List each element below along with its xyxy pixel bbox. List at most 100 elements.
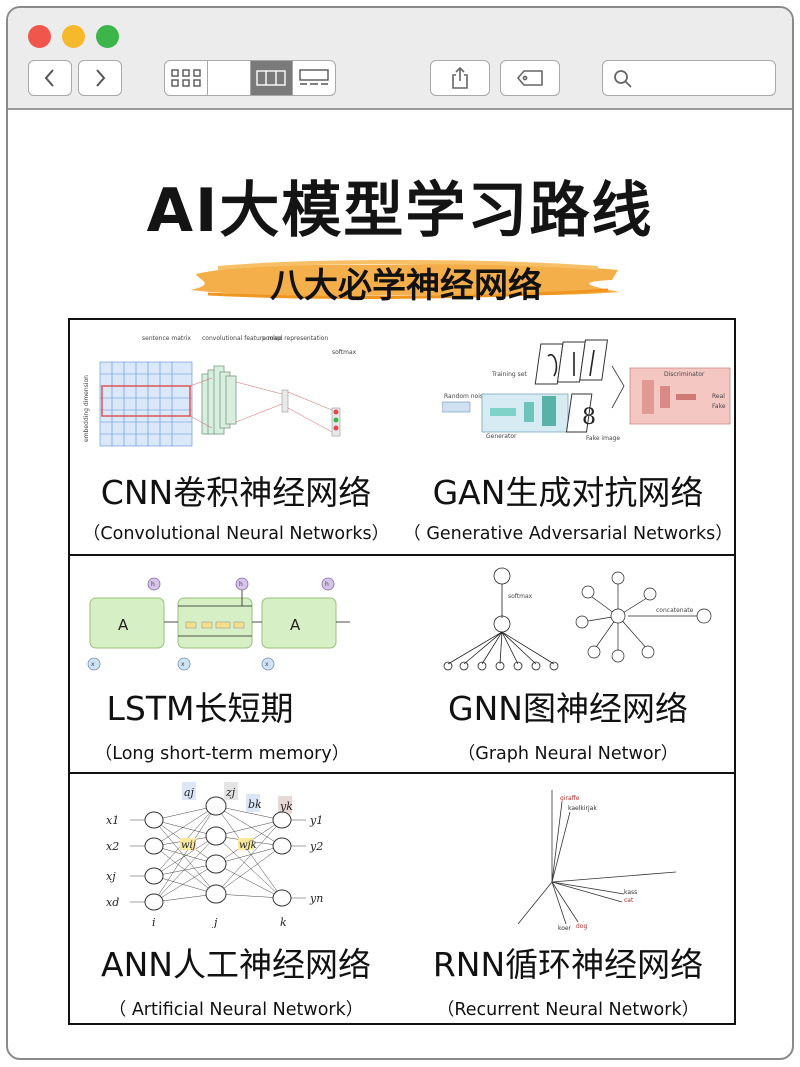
cnn-label-conv: convolutional feature map <box>202 335 281 342</box>
cnn-label-sentence: sentence matrix <box>142 335 191 342</box>
cnn-label-pooled: pooled representation <box>262 335 328 342</box>
rnn-english: （Recurrent Neural Network） <box>436 1000 700 1020</box>
cnn-label-embedding: embedding dimension <box>83 375 90 442</box>
ann-input-x2: x2 <box>106 840 119 853</box>
rnn-card: giraffe kaelkirjak kass cat koer dog RNN… <box>402 774 734 1022</box>
lstm-node-x1: x <box>91 661 95 668</box>
cnn-card: sentence matrix convolutional feature ma… <box>70 320 402 554</box>
chevron-right-icon <box>96 69 106 87</box>
search-icon <box>614 70 632 88</box>
gan-label-generator: Generator <box>486 433 517 440</box>
grid-row-2: A A h h <box>70 556 734 774</box>
ann-label-wij: wij <box>181 840 196 851</box>
view-grid-button[interactable] <box>165 61 208 95</box>
gan-card: Training set Random noise Generator Fake… <box>402 320 734 554</box>
grid-row-3: aj zj bk yk <box>70 774 734 1022</box>
cnn-english: （Convolutional Neural Networks） <box>82 524 390 544</box>
ann-output-y1: y1 <box>309 814 323 827</box>
lstm-node-h1: h <box>151 581 155 588</box>
gan-diagram: Training set Random noise Generator Fake… <box>442 339 731 442</box>
grid-row-1: sentence matrix convolutional feature ma… <box>70 320 734 556</box>
tag-button[interactable] <box>500 60 560 96</box>
share-icon <box>452 66 468 89</box>
ann-layer-i: i <box>152 916 156 928</box>
lstm-node-x2: x <box>181 661 185 668</box>
rnn-word-koer: koer <box>558 925 572 932</box>
title-bar <box>8 8 792 110</box>
tag-icon <box>516 70 543 86</box>
ann-english: （ Artificial Neural Network） <box>108 1000 364 1020</box>
gallery-icon <box>299 69 329 85</box>
chevron-left-icon <box>44 69 54 87</box>
ann-output-yn: yn <box>309 892 323 905</box>
rnn-word-dog: dog <box>576 923 587 930</box>
forward-button[interactable] <box>78 60 122 96</box>
rnn-title: RNN循环神经网络 <box>432 945 704 984</box>
gnn-label-softmax: softmax <box>508 593 533 600</box>
gnn-label-concat: concatenate <box>656 607 694 614</box>
cnn-diagram: sentence matrix convolutional feature ma… <box>83 335 357 447</box>
lstm-node-x3: x <box>265 661 269 668</box>
rnn-word-cat: cat <box>624 897 634 904</box>
ann-output-y2: y2 <box>309 840 323 853</box>
lstm-english: （Long short-term memory） <box>94 744 350 764</box>
page-title: AI大模型学习路线 <box>146 176 654 246</box>
lstm-title: LSTM长短期 <box>106 689 294 728</box>
search-input[interactable] <box>639 65 767 91</box>
rnn-word-kass: kass <box>624 889 637 896</box>
close-window-button[interactable] <box>28 25 51 48</box>
ann-title: ANN人工神经网络 <box>101 945 371 984</box>
rnn-word-kaelkirjak: kaelkirjak <box>568 805 597 812</box>
gnn-english: （Graph Neural Networ） <box>457 744 679 764</box>
back-button[interactable] <box>28 60 72 96</box>
gnn-title: GNN图神经网络 <box>448 689 688 728</box>
gan-label-training: Training set <box>491 371 527 378</box>
ann-label-aj: aj <box>184 786 195 799</box>
ann-label-wjk: wjk <box>239 840 257 851</box>
ann-card: aj zj bk yk <box>70 774 402 1022</box>
view-gallery-button[interactable] <box>293 61 335 95</box>
ann-layer-k: k <box>280 916 287 928</box>
rnn-word-giraffe: giraffe <box>560 795 580 802</box>
ann-input-xj: xj <box>106 870 116 883</box>
view-switcher <box>164 60 336 96</box>
network-grid: sentence matrix convolutional feature ma… <box>68 318 736 1025</box>
ann-input-xd: xd <box>106 896 119 909</box>
minimize-window-button[interactable] <box>62 25 85 48</box>
browser-window: AI大模型学习路线 八大必学神经网络 sentence matrix convo… <box>6 6 794 1060</box>
columns-icon <box>256 70 287 86</box>
page-subtitle: 八大必学神经网络 <box>270 266 542 306</box>
view-columns-button[interactable] <box>250 61 294 95</box>
gan-label-fake: Fake <box>712 403 726 410</box>
ann-label-zj: zj <box>225 786 236 799</box>
lstm-node-h2: h <box>239 581 243 588</box>
lstm-node-h3: h <box>325 581 329 588</box>
brush-highlight <box>190 260 620 299</box>
ann-input-x1: x1 <box>106 814 119 827</box>
gnn-diagram: softmax concatenate <box>443 567 712 671</box>
gan-label-real: Real <box>712 393 725 400</box>
share-button[interactable] <box>430 60 490 96</box>
ann-diagram: aj zj bk yk <box>106 782 323 928</box>
cnn-label-softmax: softmax <box>332 349 357 356</box>
gan-title: GAN生成对抗网络 <box>432 473 704 512</box>
view-blank-button[interactable] <box>208 61 251 95</box>
gnn-card: softmax concatenate GNN图神经网络 （Graph Neur… <box>402 556 734 772</box>
lstm-card: A A h h <box>70 556 402 772</box>
search-field[interactable] <box>602 60 776 96</box>
grid-icon <box>171 69 201 87</box>
ann-layer-j: j <box>211 916 218 928</box>
ann-label-bk: bk <box>248 798 262 811</box>
subtitle-banner: 八大必学神经网络 <box>188 254 624 306</box>
gan-label-discriminator: Discriminator <box>664 371 705 378</box>
gan-label-noise: Random noise <box>444 393 487 400</box>
cnn-title: CNN卷积神经网络 <box>100 473 372 512</box>
lstm-diagram: A A h h <box>87 577 350 671</box>
rnn-diagram: giraffe kaelkirjak kass cat koer dog <box>517 790 677 932</box>
svg-text:8: 8 <box>582 405 596 430</box>
zoom-window-button[interactable] <box>96 25 119 48</box>
gan-english: （ Generative Adversarial Networks） <box>403 524 733 544</box>
gan-label-fake-image: Fake image <box>586 435 620 442</box>
ann-label-yk: yk <box>279 800 293 813</box>
lstm-cell-a-right: A <box>290 616 301 634</box>
